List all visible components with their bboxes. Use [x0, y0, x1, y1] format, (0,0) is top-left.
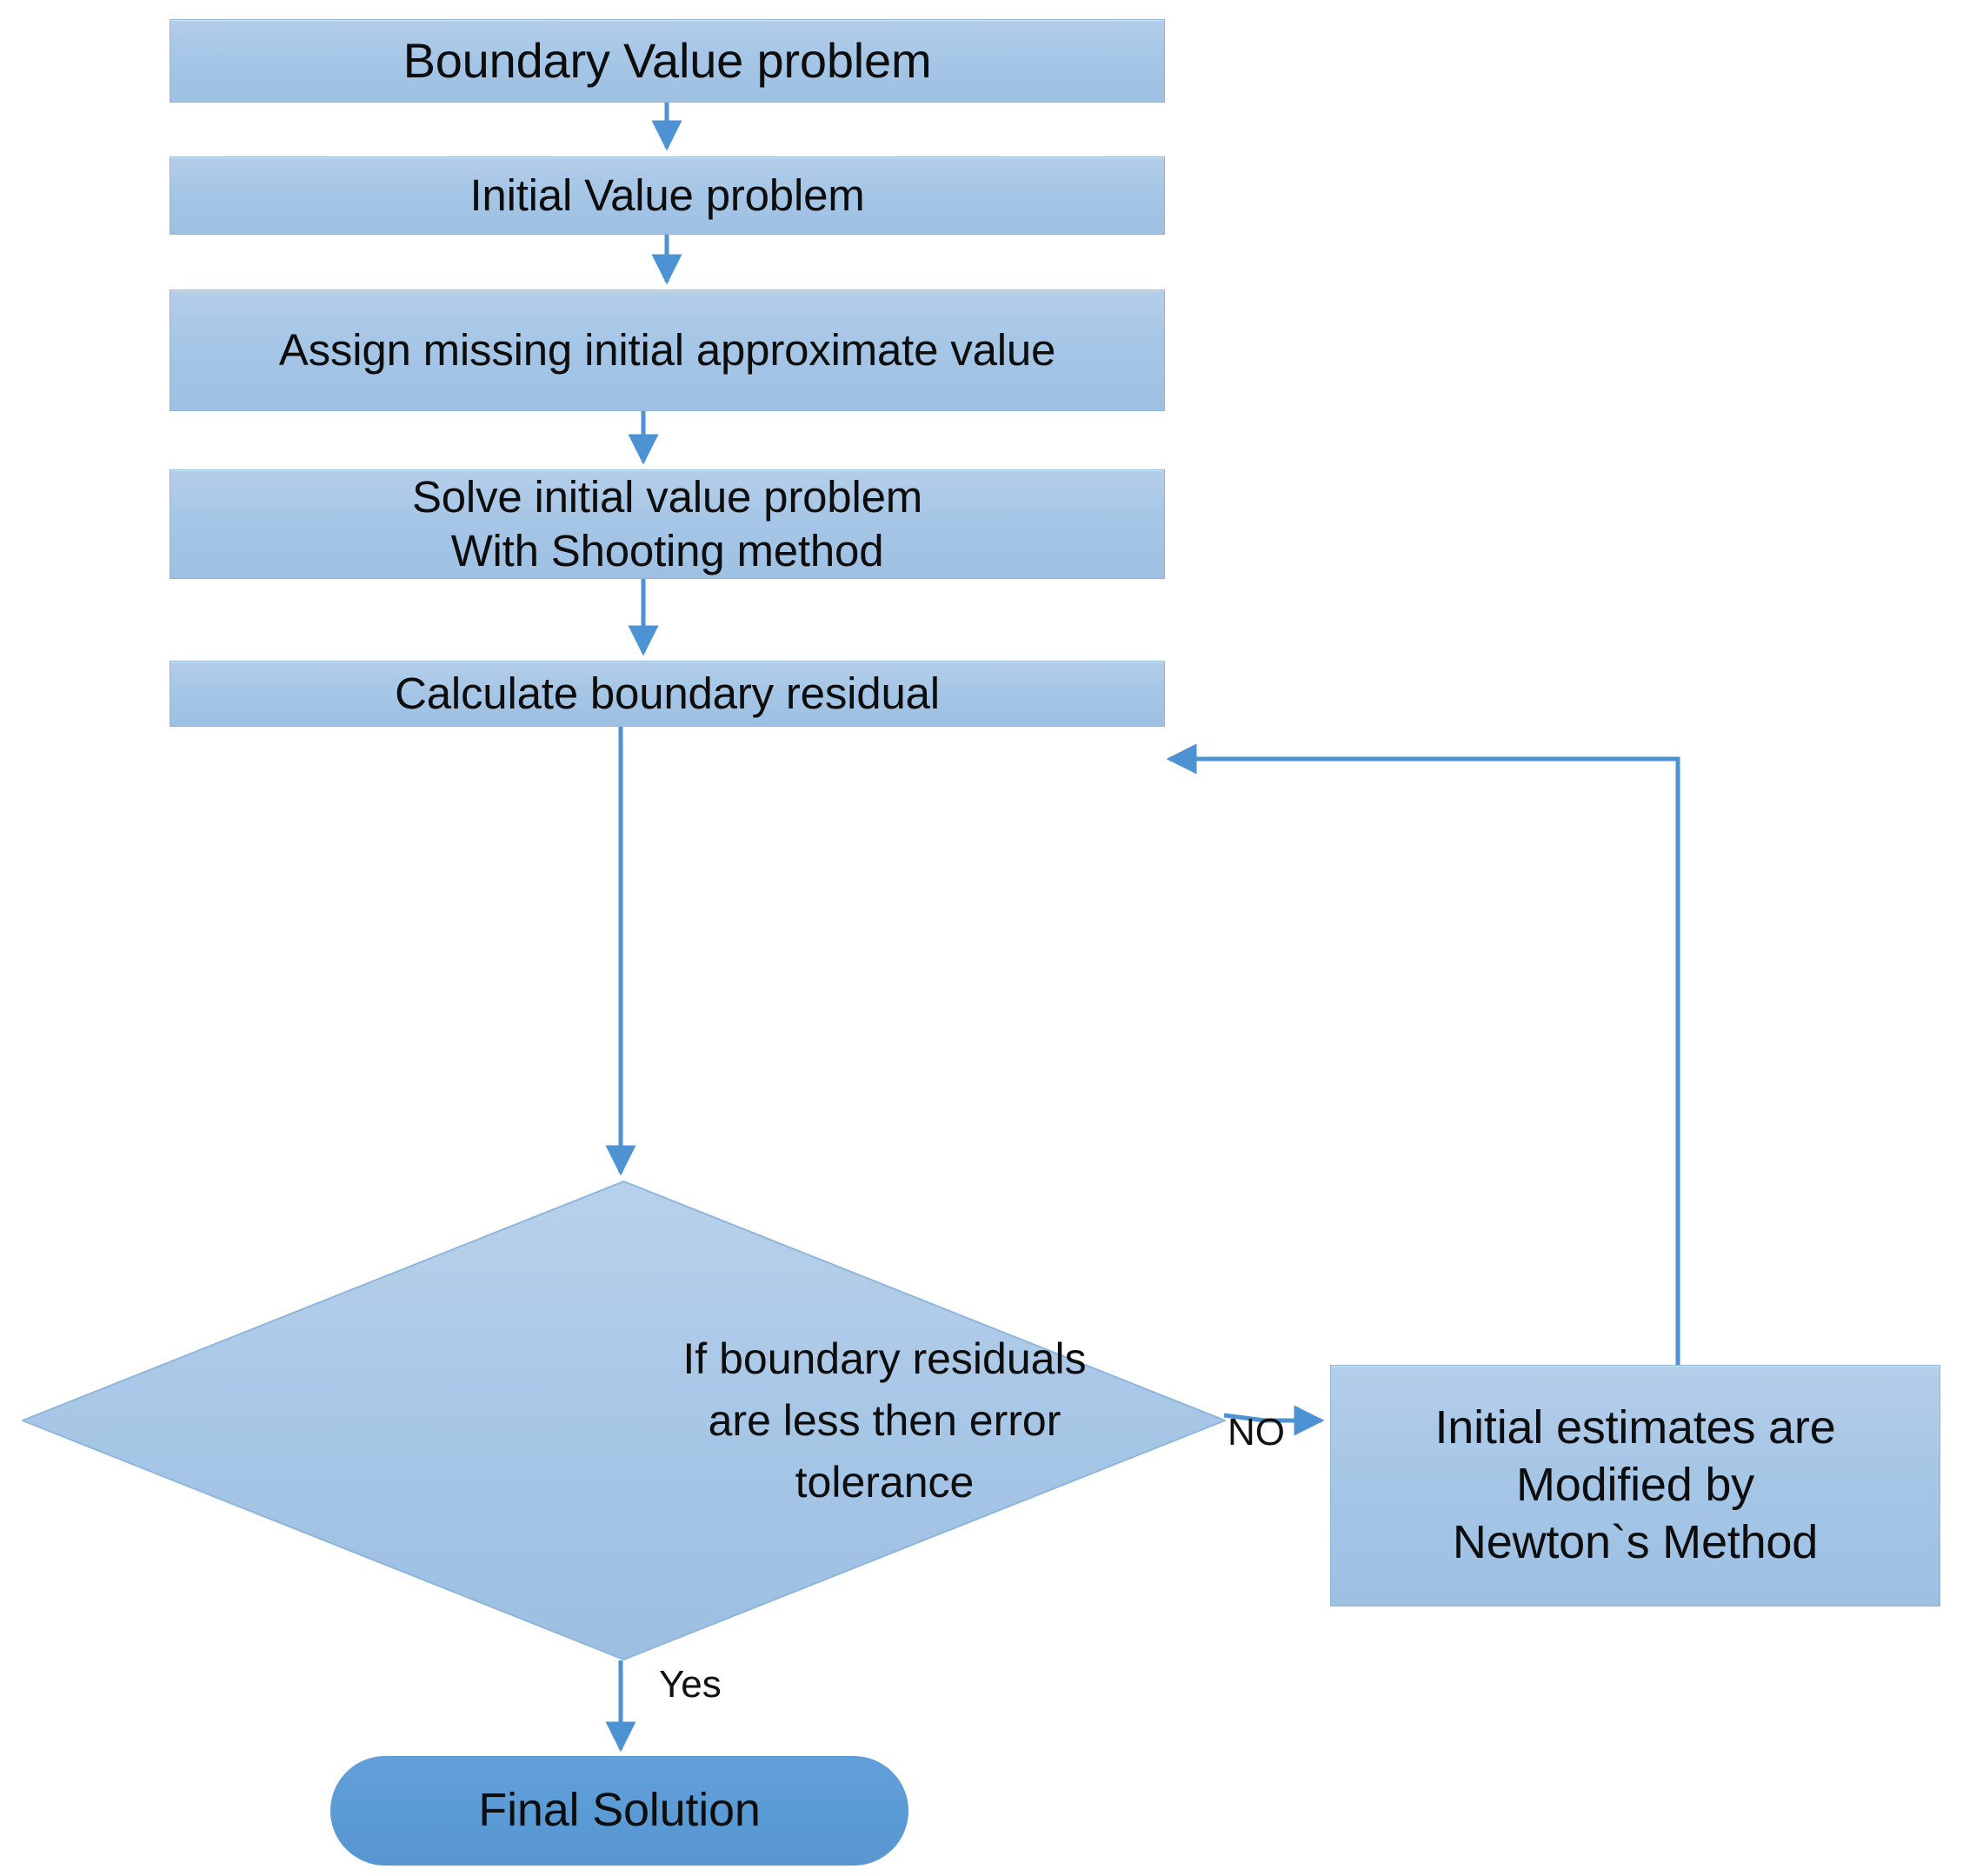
diamond-shape: [22, 1181, 1226, 1660]
edge-label-no: NO: [1228, 1411, 1285, 1454]
node-calculate-boundary-residual[interactable]: Calculate boundary residual: [170, 661, 1165, 727]
node-final-solution[interactable]: Final Solution: [330, 1756, 908, 1866]
node-newton-modify-estimates[interactable]: Initial estimates are Modified by Newton…: [1330, 1365, 1940, 1607]
node-initial-value-problem[interactable]: Initial Value problem: [170, 156, 1165, 235]
node-boundary-value-problem[interactable]: Boundary Value problem: [170, 19, 1165, 103]
edge-newton-feedback-loop: [1166, 743, 1680, 1365]
edge-label-yes: Yes: [659, 1663, 722, 1706]
node-solve-with-shooting-method[interactable]: Solve initial value problem With Shootin…: [170, 469, 1165, 579]
node-residual-tolerance-decision[interactable]: If boundary residuals are less then erro…: [22, 1181, 1226, 1660]
node-assign-missing-initial-value[interactable]: Assign missing initial approximate value: [170, 289, 1165, 411]
